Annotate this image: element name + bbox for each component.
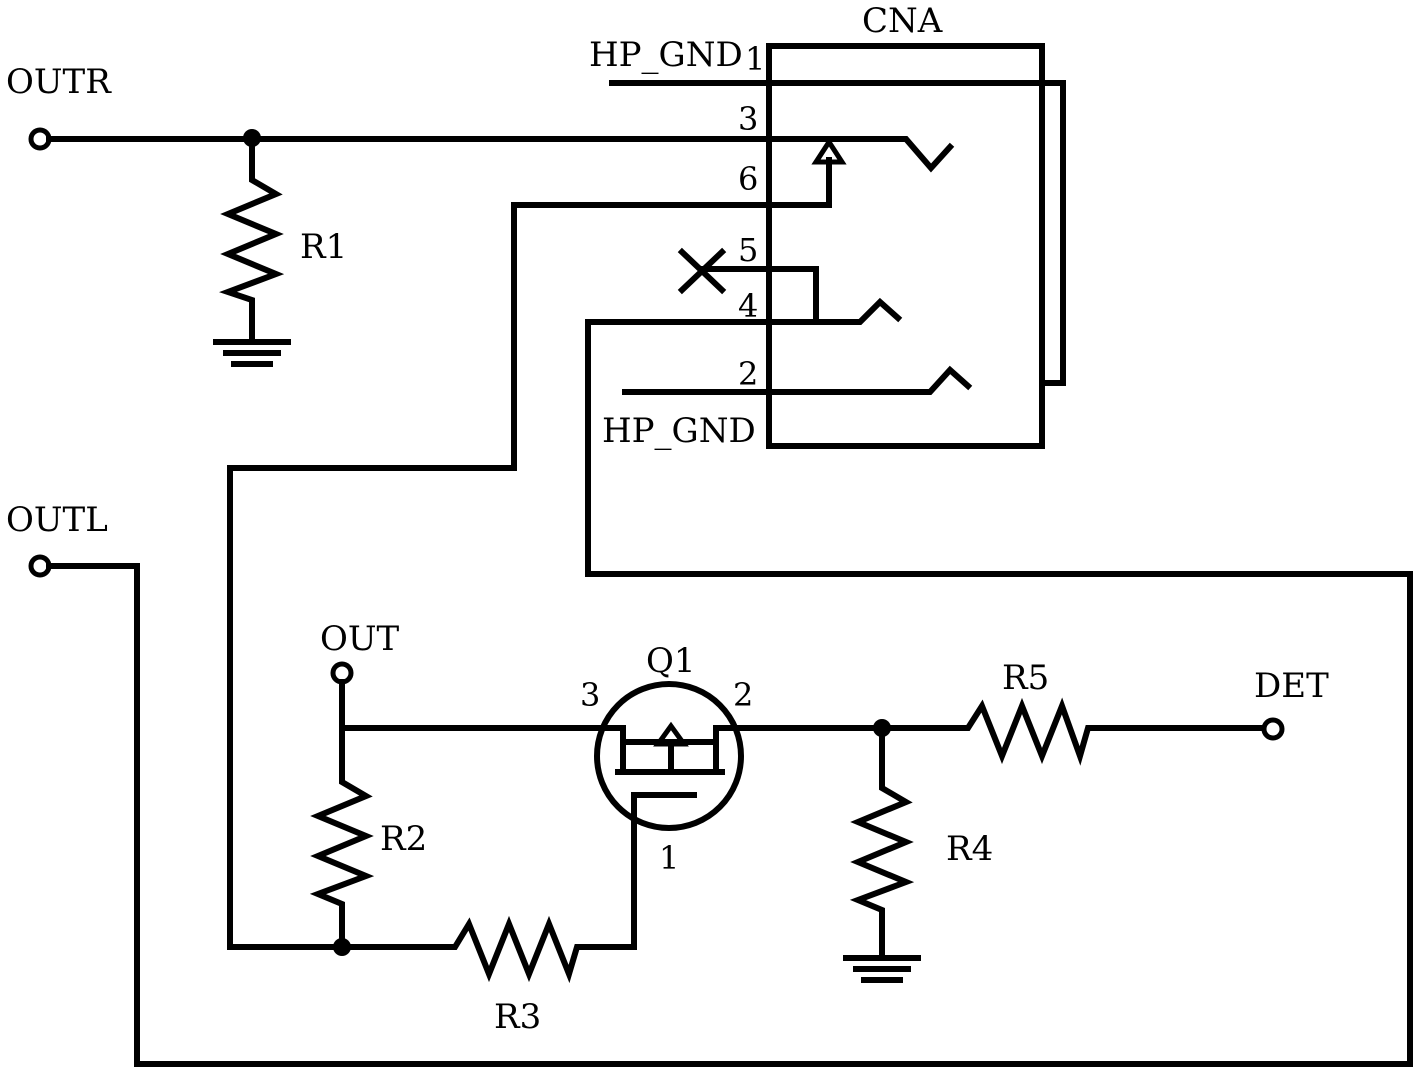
resistor-r2 [309,739,375,950]
out-label: OUT [320,619,400,659]
pin6-switch-wire [511,157,832,471]
r1-label: R1 [300,227,347,267]
outl-wire [46,319,1413,1067]
pin6-switch-arrow [811,137,847,165]
r2-label: R2 [380,819,427,859]
q1-pin2-number: 2 [733,676,753,714]
r3-label: R3 [494,997,541,1037]
resistor-r1 [219,135,285,343]
hp-gnd-top-label: HP_GND [589,35,743,75]
pin5-no-connect-mark [677,247,727,295]
det-label: DET [1254,666,1329,706]
outl-label: OUTL [6,500,108,540]
q1-label: Q1 [646,641,696,681]
pin6-to-gate-node-wire [227,465,517,950]
connector-cna-label: CNA [862,1,943,41]
ground-r1-symbol [213,339,291,367]
pin5-wire [699,266,819,325]
pin3-tip-contact [766,136,955,173]
cna-pin2-number: 2 [738,355,758,393]
cna-pin4-number: 4 [738,287,758,325]
resistor-r3 [339,915,637,984]
q1-pin3-number: 3 [580,676,600,714]
resistor-r5 [959,697,1267,766]
pin2-hp-gnd-contact [622,365,973,395]
ground-r4-symbol [843,955,921,983]
connector-cna-shield-bracket [1039,80,1066,386]
resistor-r4 [849,725,915,959]
det-terminal [1261,717,1285,741]
hp-gnd-bottom-label: HP_GND [602,411,756,451]
r3-to-q1-gate-wire [631,792,697,950]
cna-pin6-number: 6 [738,160,758,198]
r5-label: R5 [1002,658,1049,698]
cna-pin1-number: 1 [745,40,765,78]
q1-pin1-number: 1 [659,839,679,877]
pin4-detect-contact [585,297,903,325]
transistor-q1 [594,681,744,831]
cna-pin5-number: 5 [738,231,758,269]
outr-label: OUTR [6,62,112,102]
cna-pin3-number: 3 [738,100,758,138]
r4-label: R4 [946,829,993,869]
connector-cna-body [766,43,1045,449]
